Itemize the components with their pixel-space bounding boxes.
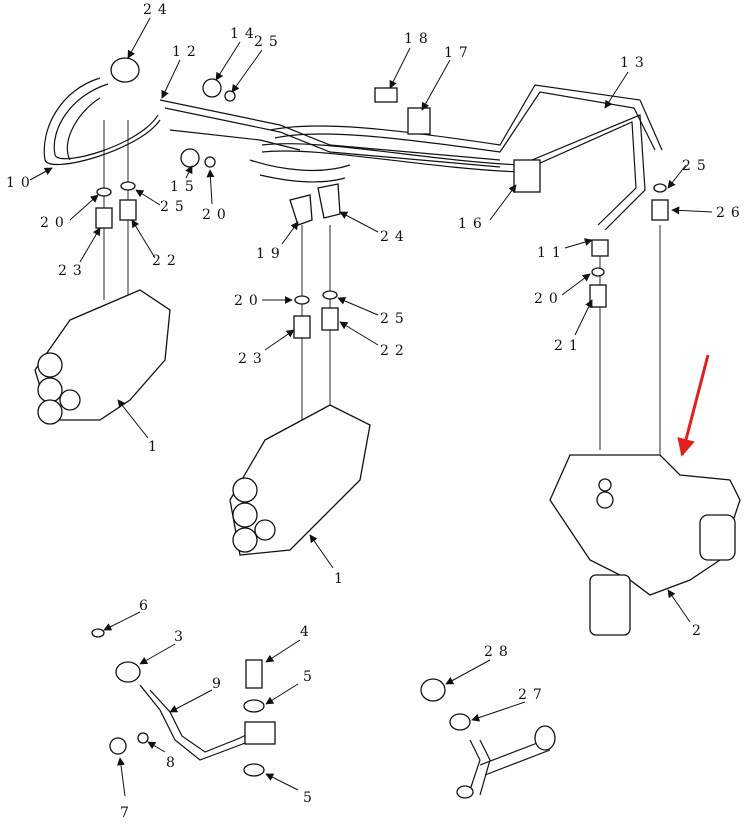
part-label: 17 <box>444 45 474 61</box>
tube-assemblies <box>43 77 663 231</box>
leader-lines <box>29 17 713 797</box>
part-label: 13 <box>620 55 650 71</box>
part-label: 23 <box>238 351 268 367</box>
part-number-labels: 24 12 14 25 18 17 13 10 15 20 25 20 23 2… <box>6 2 746 821</box>
part-label: 20 <box>202 207 232 223</box>
part-label: 22 <box>152 253 182 269</box>
part-label: 1 <box>148 439 163 455</box>
part-label: 12 <box>172 44 202 60</box>
part-label: 20 <box>534 291 564 307</box>
part-label: 6 <box>139 598 154 614</box>
part-label: 25 <box>160 199 190 215</box>
part-label: 25 <box>380 311 410 327</box>
part-label: 24 <box>380 229 410 245</box>
part-label: 10 <box>6 175 36 191</box>
part-label: 9 <box>212 676 227 692</box>
part-label: 11 <box>537 245 567 261</box>
part-label: 27 <box>518 687 548 703</box>
part-label: 25 <box>254 34 284 50</box>
part-label: 1 <box>334 571 349 587</box>
part-label: 8 <box>166 755 181 771</box>
part-label: 15 <box>170 179 200 195</box>
part-label: 3 <box>174 629 189 645</box>
part-label: 21 <box>554 338 584 354</box>
part-label: 20 <box>40 215 70 231</box>
control-valve-left <box>34 289 171 425</box>
part-label: 7 <box>120 805 135 821</box>
part-label: 22 <box>380 343 410 359</box>
lower-parts <box>91 628 556 799</box>
part-label: 26 <box>716 205 746 221</box>
part-label: 14 <box>230 26 260 42</box>
part-label: 20 <box>234 293 264 309</box>
main-valve-2 <box>549 454 741 636</box>
part-label: 5 <box>303 669 318 685</box>
part-label: 4 <box>300 624 315 640</box>
part-label: 2 <box>692 623 707 639</box>
part-label: 25 <box>682 158 712 174</box>
fittings <box>95 57 669 339</box>
highlight-arrow <box>677 354 710 457</box>
connection-lines <box>103 120 661 460</box>
part-label: 24 <box>143 2 173 18</box>
part-label: 23 <box>58 263 88 279</box>
part-label: 5 <box>303 790 318 806</box>
part-label: 16 <box>458 216 488 232</box>
part-label: 19 <box>256 246 286 262</box>
part-label: 28 <box>484 644 514 660</box>
part-label: 18 <box>404 31 434 47</box>
control-valve-center <box>229 404 371 556</box>
